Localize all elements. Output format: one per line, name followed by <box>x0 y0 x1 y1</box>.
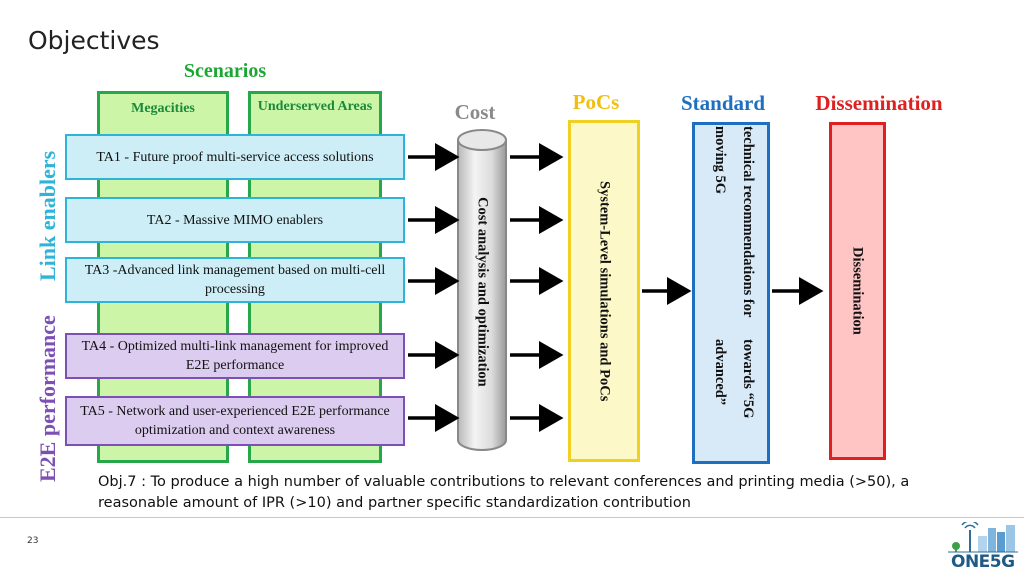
pocs-box <box>568 120 640 462</box>
task-ta4: TA4 - Optimized multi-link management fo… <box>65 333 405 379</box>
dissemination-box <box>829 122 886 460</box>
standard-line-2: towards “5G advanced” <box>712 339 756 419</box>
task-ta1: TA1 - Future proof multi-service access … <box>65 134 405 180</box>
task-ta5: TA5 - Network and user-experienced E2E p… <box>65 396 405 446</box>
dissemination-box-label: Dissemination <box>849 247 866 335</box>
standard-line-1: technical recommendations for moving 5G <box>712 126 756 318</box>
cost-heading: Cost <box>454 100 496 124</box>
cost-cylinder <box>457 129 507 451</box>
standard-box-text: technical recommendations for moving 5G … <box>700 126 762 460</box>
standard-heading: Standard <box>680 91 766 115</box>
scenarios-heading: Scenarios <box>183 60 267 82</box>
dissemination-heading: Dissemination <box>815 91 943 115</box>
underserved-label: Underserved Areas <box>257 99 373 114</box>
page-title: Objectives <box>28 26 160 55</box>
pocs-heading: PoCs <box>572 90 620 114</box>
pocs-box-label: System-Level simulations and PoCs <box>596 180 613 402</box>
footer-divider <box>0 517 1024 518</box>
page-number: 23 <box>27 536 39 546</box>
standard-box <box>692 122 770 464</box>
one5g-logo-text: ONE5G <box>951 552 1015 572</box>
task-ta3: TA3 -Advanced link management based on m… <box>65 257 405 303</box>
one5g-logo-graphic <box>948 522 1018 553</box>
task-ta2: TA2 - Massive MIMO enablers <box>65 197 405 243</box>
megacities-label: Megacities <box>131 101 195 116</box>
objective-text: Obj.7 : To produce a high number of valu… <box>98 474 910 511</box>
arrows <box>408 143 824 432</box>
cost-cylinder-label: Cost analysis and optimization <box>474 197 491 387</box>
